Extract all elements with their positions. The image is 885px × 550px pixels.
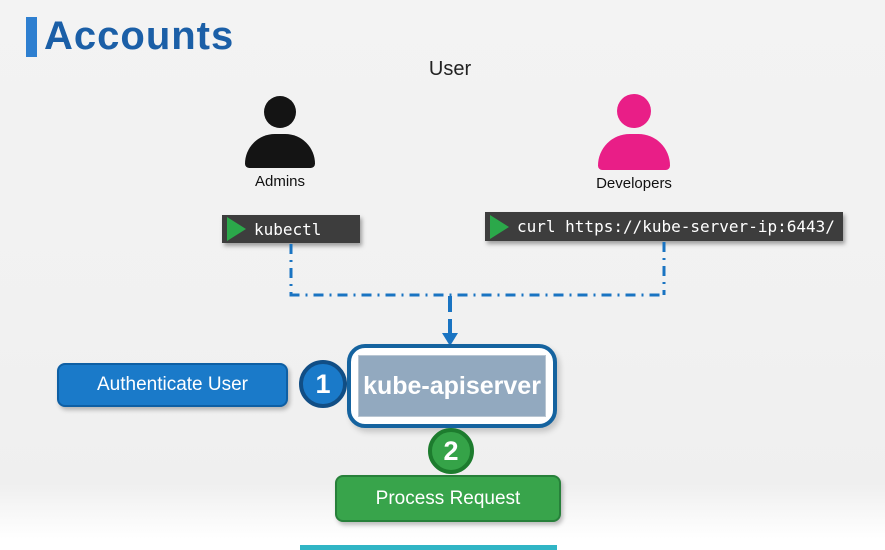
step-2-badge: 2 <box>428 428 474 474</box>
user-group-label: User <box>428 58 472 80</box>
terminal-chip-curl: curl https://kube-server-ip:6443/ <box>485 212 843 241</box>
kube-apiserver-inner: kube-apiserver <box>358 355 546 417</box>
actor-admins-label: Admins <box>254 173 306 190</box>
developer-person-icon <box>594 94 674 170</box>
run-icon <box>227 217 246 241</box>
person-torso <box>598 134 670 170</box>
run-icon <box>490 214 509 239</box>
process-request-node: Process Request <box>335 475 561 522</box>
authenticate-user-label: Authenticate User <box>96 374 249 395</box>
person-torso <box>245 134 315 168</box>
terminal-command: curl https://kube-server-ip:6443/ <box>517 217 835 236</box>
page-title: Accounts <box>26 14 234 59</box>
step-2-number: 2 <box>443 435 459 466</box>
kube-apiserver-node: kube-apiserver <box>347 344 557 428</box>
person-head <box>264 96 296 128</box>
progress-bar <box>300 545 557 550</box>
admin-person-icon <box>244 96 316 168</box>
step-1-number: 1 <box>315 368 331 399</box>
step-1-badge: 1 <box>299 360 347 408</box>
actor-developers: Developers <box>594 94 674 192</box>
title-accent-bar <box>26 16 37 57</box>
actor-developers-label: Developers <box>596 175 672 192</box>
terminal-command: kubectl <box>254 219 322 239</box>
kube-apiserver-label: kube-apiserver <box>363 371 541 400</box>
authenticate-user-node: Authenticate User <box>57 363 288 407</box>
process-request-label: Process Request <box>375 487 521 509</box>
actor-admins: Admins <box>244 96 316 190</box>
title-text: Accounts <box>44 14 235 58</box>
person-head <box>617 94 651 128</box>
terminal-chip-kubectl: kubectl <box>222 215 360 243</box>
